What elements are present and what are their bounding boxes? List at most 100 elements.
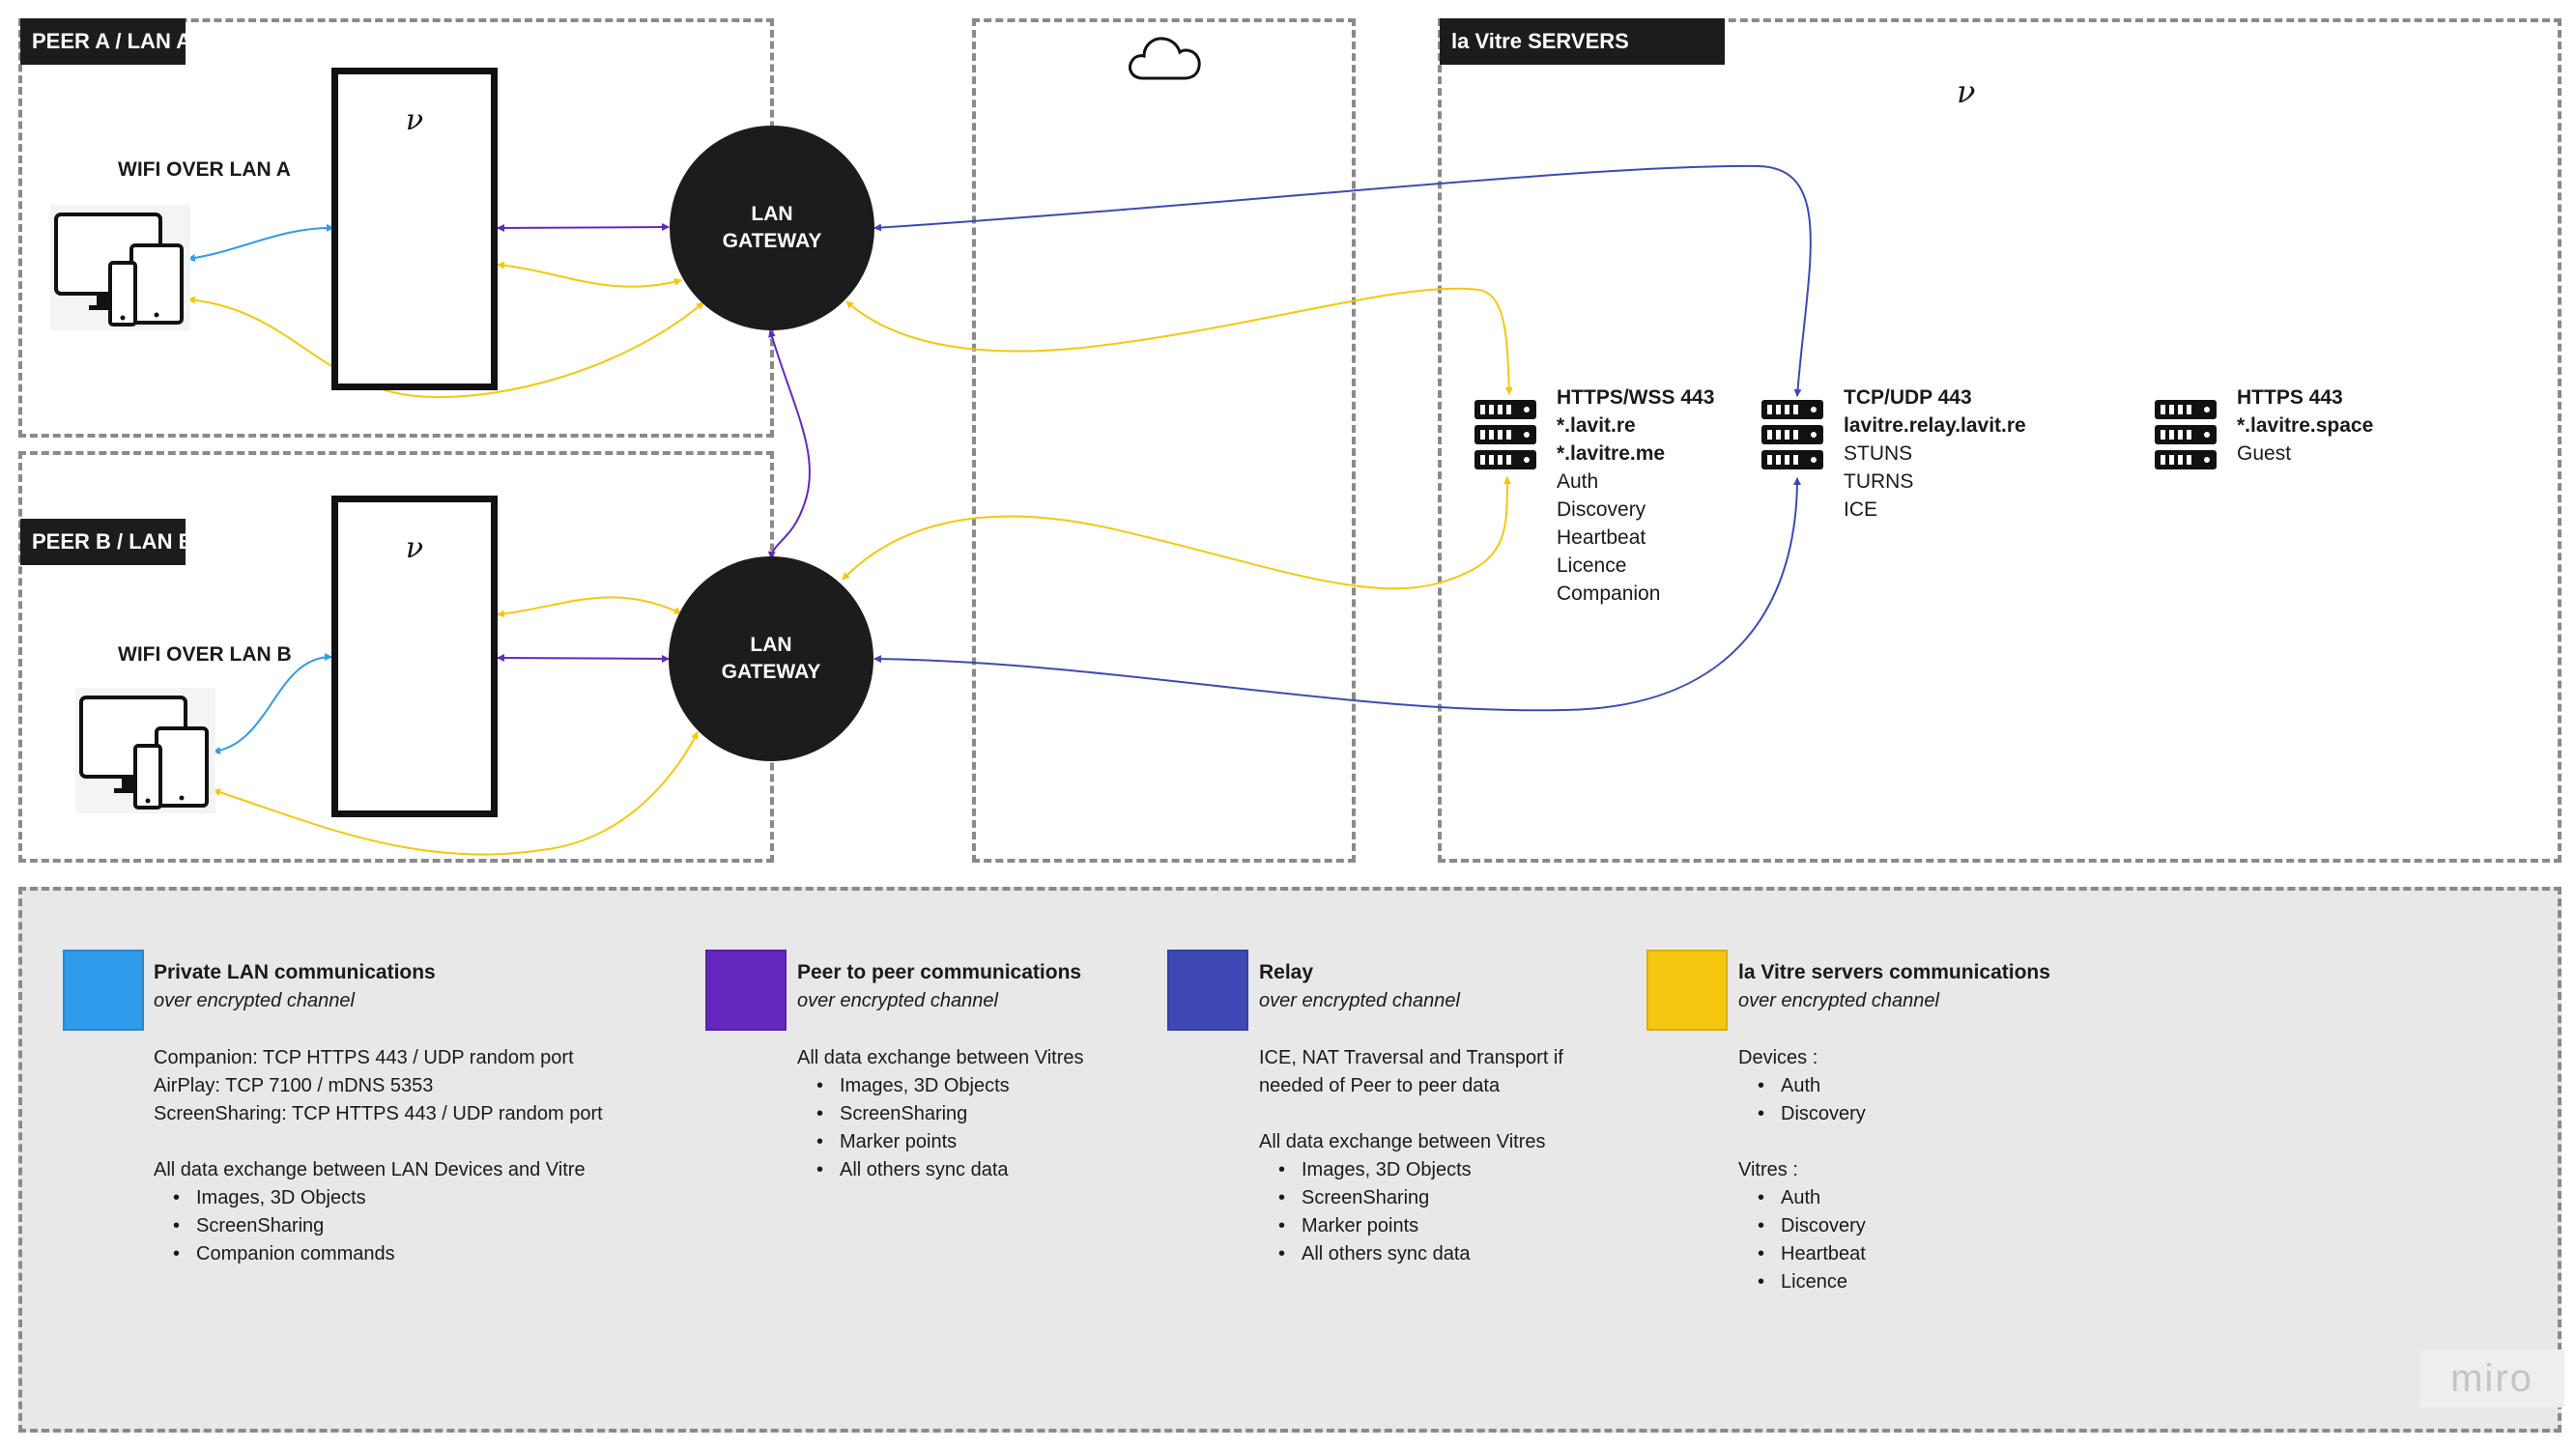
list-item: Heartbeat [1758, 1240, 1866, 1268]
access-point-b: ν [331, 496, 498, 817]
arrow-srv-ap-b-gw [497, 596, 682, 618]
gateway-b-line1: LAN [750, 634, 792, 656]
server-3-line: HTTPS 443 [2237, 386, 2343, 409]
legend-title-p2p: Peer to peer communications [797, 961, 1082, 983]
arrow-lan-b [213, 653, 332, 755]
server-icon [2155, 398, 2217, 478]
server-tcp-udp: TCP/UDP 443 lavitre.relay.lavit.re STUNS… [1844, 384, 2026, 524]
legend-title-servers: la Vitre servers communications [1738, 961, 2050, 983]
list-item: Marker points [1278, 1212, 1563, 1240]
arrow-lan-a [187, 223, 334, 262]
arrow-srv-gw-b-https [842, 476, 1511, 590]
list-item: ScreenSharing [816, 1100, 1084, 1128]
legend-subtitle-lan: over encrypted channel [154, 990, 355, 1011]
legend-title-relay: Relay [1259, 961, 1314, 983]
server-1-line: *.lavitre.me [1557, 442, 1666, 465]
list-item: Companion commands [173, 1240, 603, 1268]
arrow-relay-a [873, 164, 1812, 397]
lavitre-logo: ν [1957, 73, 1976, 110]
server-icon [1474, 398, 1536, 478]
legend-panel [18, 887, 2562, 1433]
gateway-a-line1: LAN [751, 203, 793, 225]
arrow-p2p-ap-b [497, 654, 670, 663]
legend-line: AirPlay: TCP 7100 / mDNS 5353 [154, 1075, 434, 1096]
legend-subtitle-relay: over encrypted channel [1259, 990, 1460, 1011]
servers-zone [1438, 18, 2562, 863]
server-1-service: Companion [1557, 582, 1661, 605]
arrow-srv-wifi-b-ap [213, 731, 699, 856]
connection-arrows [187, 164, 1812, 856]
list-item: Discovery [1758, 1100, 1866, 1128]
access-point-a: ν [331, 68, 498, 390]
list-item: Auth [1758, 1072, 1866, 1100]
legend-subtitle-p2p: over encrypted channel [797, 990, 998, 1011]
list-item: Images, 3D Objects [173, 1184, 603, 1212]
list-item: Discovery [1758, 1212, 1866, 1240]
legend-list-title: All data exchange between Vitres [797, 1047, 1084, 1068]
arrow-srv-ap-a-gw [497, 261, 682, 288]
list-item: ScreenSharing [1278, 1184, 1563, 1212]
peer-a-tag: PEER A / LAN A [20, 18, 191, 65]
miro-watermark: miro [2419, 1350, 2564, 1407]
list-item: Images, 3D Objects [816, 1072, 1084, 1100]
list-item: All others sync data [1278, 1240, 1563, 1268]
legend-swatch-p2p [705, 950, 787, 1031]
arrow-srv-gw-a-https [845, 287, 1513, 395]
cloud-icon [1126, 32, 1203, 89]
legend-group-title: Devices : [1738, 1047, 1818, 1068]
list-item: All others sync data [816, 1156, 1084, 1184]
legend-title-lan: Private LAN communications [154, 961, 436, 983]
server-1-service: Auth [1557, 470, 1599, 493]
server-2-line: TCP/UDP 443 [1844, 386, 1972, 409]
lan-gateway-b: LAN GATEWAY [669, 556, 873, 761]
server-icon [1761, 398, 1823, 478]
server-1-service: Heartbeat [1557, 526, 1646, 549]
list-item: Auth [1758, 1184, 1866, 1212]
devices-icon [50, 205, 190, 335]
gateway-b-line2: GATEWAY [721, 661, 821, 683]
peer-b-tag: PEER B / LAN B [20, 519, 193, 565]
lavitre-logo: ν [405, 531, 424, 565]
server-https-wss: HTTPS/WSS 443 *.lavit.re *.lavitre.me Au… [1557, 384, 1714, 608]
servers-tag: la Vitre SERVERS [1440, 18, 1725, 65]
legend-line: ScreenSharing: TCP HTTPS 443 / UDP rando… [154, 1103, 603, 1124]
server-1-line: *.lavit.re [1557, 414, 1636, 437]
list-item: ScreenSharing [173, 1212, 603, 1240]
legend-list-title: All data exchange between LAN Devices an… [154, 1159, 586, 1180]
server-1-service: Discovery [1557, 498, 1646, 521]
legend-list-title: All data exchange between Vitres [1259, 1131, 1546, 1152]
server-3-line: *.lavitre.space [2237, 414, 2374, 437]
list-item: Marker points [816, 1128, 1084, 1156]
server-2-service: STUNS [1844, 442, 1913, 465]
gateway-a-line2: GATEWAY [722, 230, 822, 252]
server-2-line: lavitre.relay.lavit.re [1844, 414, 2026, 437]
legend-body-servers: Devices : Auth Discovery Vitres : Auth D… [1738, 1044, 1866, 1296]
server-1-line: HTTPS/WSS 443 [1557, 386, 1715, 409]
arrow-p2p-gateways [767, 329, 811, 559]
legend-body-relay: ICE, NAT Traversal and Transport if need… [1259, 1044, 1563, 1268]
legend-group-title: Vitres : [1738, 1159, 1798, 1180]
legend-subtitle-servers: over encrypted channel [1738, 990, 1939, 1011]
arrow-p2p-ap-a [497, 223, 670, 232]
wifi-label-a: WIFI OVER LAN A [118, 158, 291, 181]
list-item: Images, 3D Objects [1278, 1156, 1563, 1184]
legend-swatch-relay [1167, 950, 1248, 1031]
server-3-service: Guest [2237, 442, 2292, 465]
lavitre-logo: ν [405, 103, 424, 137]
server-2-service: TURNS [1844, 470, 1914, 493]
list-item: Licence [1758, 1268, 1866, 1296]
lan-gateway-a: LAN GATEWAY [670, 126, 874, 330]
internet-zone [972, 18, 1356, 863]
legend-line: Companion: TCP HTTPS 443 / UDP random po… [154, 1047, 574, 1068]
wifi-label-b: WIFI OVER LAN B [118, 643, 292, 666]
server-1-service: Licence [1557, 554, 1627, 577]
devices-icon [75, 688, 215, 818]
arrow-srv-wifi-a-ap [187, 296, 704, 399]
server-https-guest: HTTPS 443 *.lavitre.space Guest [2237, 384, 2373, 468]
legend-body-p2p: All data exchange between Vitres Images,… [797, 1044, 1084, 1184]
legend-swatch-servers [1646, 950, 1728, 1031]
arrow-relay-b [873, 477, 1801, 712]
legend-line: ICE, NAT Traversal and Transport if [1259, 1047, 1563, 1068]
legend-swatch-lan [63, 950, 144, 1031]
legend-line: needed of Peer to peer data [1259, 1075, 1501, 1096]
